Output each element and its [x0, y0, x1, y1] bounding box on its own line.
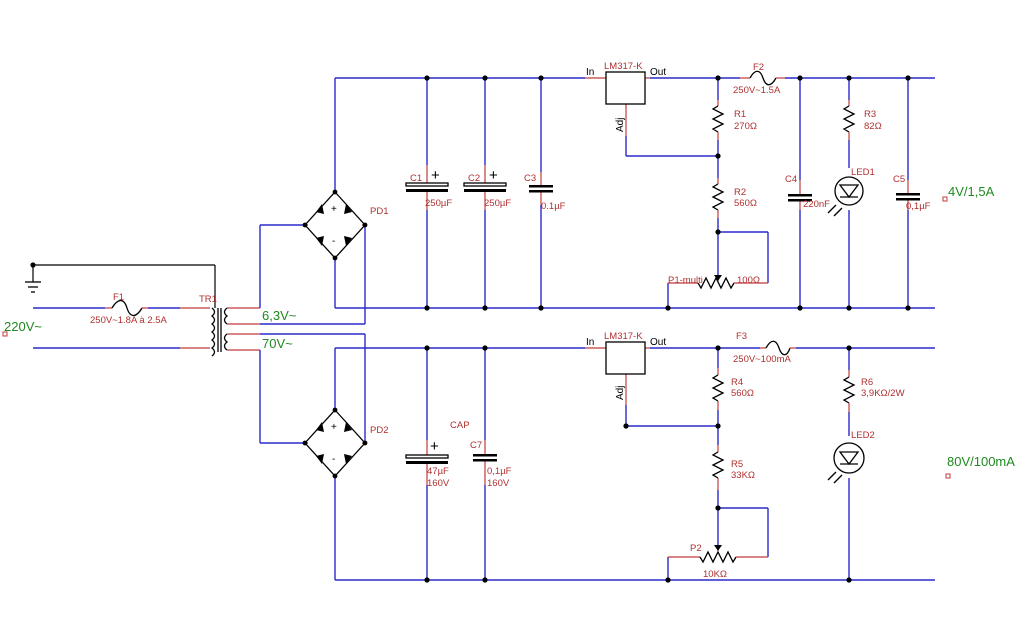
- capacitor-47uf: + 47µF 160V: [405, 438, 450, 489]
- c3-value: 0.1µF: [541, 201, 566, 212]
- reg1-out: Out: [650, 67, 666, 78]
- reg1-adj: Adj: [615, 118, 626, 132]
- r4-value: 560Ω: [731, 388, 754, 399]
- pd2-minus: -: [332, 454, 335, 465]
- c2-plus: +: [489, 167, 498, 184]
- upper-output-label: 4V/1,5A: [948, 184, 995, 199]
- led1: LED1: [827, 167, 875, 217]
- mains-label: 220V~: [4, 319, 42, 334]
- capacitor-c7: C7 0,1µF 160V: [470, 440, 512, 489]
- c5-ref: C5: [893, 174, 905, 185]
- lower-output-label: 80V/100mA: [947, 454, 1015, 469]
- c7-ref: C7: [470, 440, 482, 451]
- f1-ref: F1: [113, 292, 124, 303]
- sec1-label: 6,3V~: [262, 308, 297, 323]
- r1-ref: R1: [734, 109, 746, 120]
- resistor-r4: R4 560Ω: [711, 368, 754, 410]
- f1-value: 250V~1.8A à 2.5A: [90, 315, 168, 326]
- p1-ref: P1-multi: [668, 275, 703, 286]
- c7-rating: 160V: [487, 478, 510, 489]
- c2-ref: C2: [468, 173, 480, 184]
- upper-wiring: [259, 75, 935, 325]
- f3-ref: F3: [736, 331, 747, 342]
- c5-value: 0,1µF: [906, 201, 931, 212]
- bridge-rectifier-pd2: + - PD2: [302, 407, 388, 479]
- lower-wiring: [259, 333, 935, 583]
- r5-value: 33KΩ: [731, 470, 755, 481]
- f2-ref: F2: [753, 62, 764, 73]
- transformer-tr1: TR1 6,3V~ 70V~: [199, 294, 297, 357]
- reg2-out: Out: [650, 337, 666, 348]
- upper-output-port: [942, 196, 948, 202]
- tr1-ref: TR1: [199, 294, 217, 305]
- c4-value: 220nF: [803, 199, 830, 210]
- r4-ref: R4: [731, 377, 743, 388]
- capacitor-c2: + C2 250µF: [463, 165, 511, 210]
- fuse-f3: F3 250V~100mA: [733, 331, 796, 365]
- reg2-adj: Adj: [615, 386, 626, 400]
- fuse-f2: F2 250V~1.5A: [733, 62, 785, 96]
- potentiometer-p1: P1-multi 100Ω: [668, 275, 768, 290]
- c1-plus: +: [431, 167, 440, 184]
- mains-port: [2, 331, 8, 337]
- pd2-ref: PD2: [370, 425, 388, 436]
- c4-ref: C4: [785, 174, 797, 185]
- pd1-minus: -: [332, 236, 335, 247]
- r5-ref: R5: [731, 459, 743, 470]
- sec2-label: 70V~: [262, 336, 293, 351]
- capacitor-c4: C4 220nF: [785, 174, 830, 210]
- pd1-plus: +: [331, 204, 337, 215]
- reg2-name: LM317-K: [604, 331, 643, 342]
- led2: LED2: [827, 430, 875, 484]
- resistor-r5: R5 33KΩ: [711, 445, 755, 490]
- capacitor-c5: C5 0,1µF: [893, 174, 931, 212]
- resistor-r3: R3 82Ω: [842, 100, 882, 140]
- mains-input: F1 250V~1.8A à 2.5A 220V~: [2, 262, 216, 349]
- reg1-name: LM317-K: [604, 61, 643, 72]
- pd2-plus: +: [331, 422, 337, 433]
- r3-ref: R3: [864, 109, 876, 120]
- capacitor-c3: C3 0.1µF: [524, 172, 566, 212]
- potentiometer-p2: P2 10KΩ: [668, 543, 768, 580]
- r2-value: 560Ω: [734, 198, 757, 209]
- p2-value: 10KΩ: [703, 569, 727, 580]
- c1-value: 250µF: [425, 198, 452, 209]
- regulator-lower: LM317-K In Out Adj: [585, 331, 666, 405]
- r1-value: 270Ω: [734, 121, 757, 132]
- r2-ref: R2: [734, 187, 746, 198]
- c47-plus: +: [430, 438, 439, 455]
- r3-value: 82Ω: [864, 121, 882, 132]
- resistor-r2: R2 560Ω: [711, 178, 757, 218]
- c47-value: 47µF: [427, 466, 449, 477]
- lower-output-port: [945, 473, 951, 479]
- resistor-r1: R1 270Ω: [711, 100, 757, 140]
- r6-ref: R6: [861, 377, 873, 388]
- c7-value: 0,1µF: [487, 466, 512, 477]
- ground-icon: [25, 281, 41, 293]
- led1-ref: LED1: [851, 167, 875, 178]
- fuse-f1: [111, 299, 143, 317]
- reg2-in: In: [586, 337, 594, 348]
- bridge-rectifier-pd1: + - PD1: [302, 189, 388, 261]
- c47-rating: 160V: [427, 478, 450, 489]
- c3-ref: C3: [524, 173, 536, 184]
- regulator-upper: LM317-K In Out Adj: [585, 61, 666, 136]
- reg1-in: In: [586, 67, 594, 78]
- f2-value: 250V~1.5A: [733, 85, 781, 96]
- resistor-r6: R6 3,9KΩ/2W: [842, 370, 905, 412]
- c2-value: 250µF: [484, 198, 511, 209]
- pd1-ref: PD1: [370, 206, 388, 217]
- capacitor-c1: + C1 250µF: [405, 165, 452, 210]
- c1-ref: C1: [410, 173, 422, 184]
- led2-ref: LED2: [851, 430, 875, 441]
- r6-value: 3,9KΩ/2W: [861, 388, 905, 399]
- f3-value: 250V~100mA: [733, 354, 791, 365]
- cap-label: CAP: [450, 420, 470, 431]
- p2-ref: P2: [690, 543, 702, 554]
- p1-value: 100Ω: [737, 275, 760, 286]
